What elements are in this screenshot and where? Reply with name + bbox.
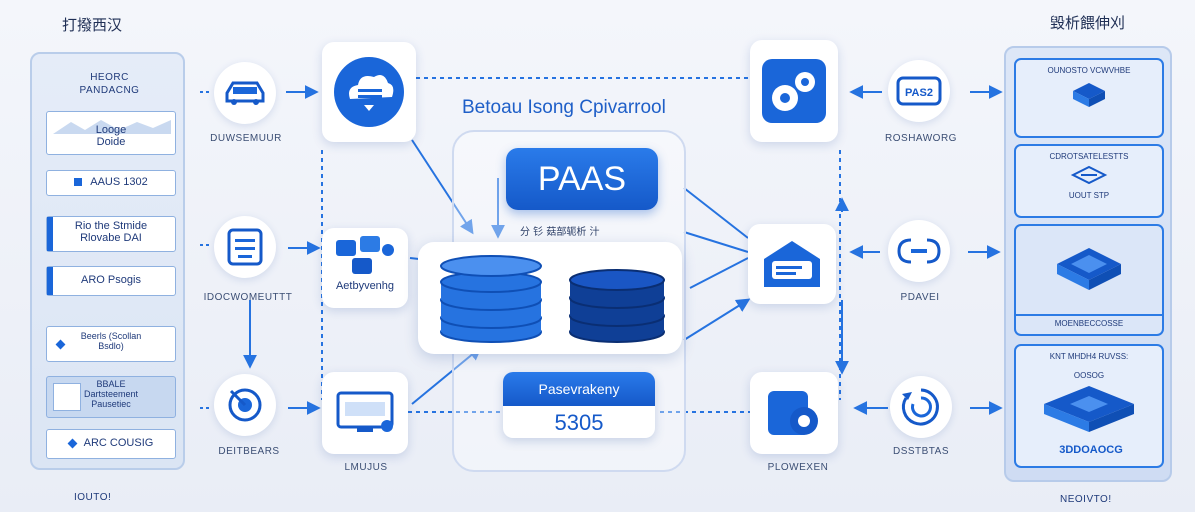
right-item-2-sub: UOUT STP: [1068, 191, 1110, 200]
right-item-1[interactable]: OUNOSTO VCWVHBE: [1014, 58, 1164, 138]
center-heading: Betoau Isong Cpivarrool: [462, 97, 666, 118]
left-item-aaus[interactable]: AAUS 1302: [46, 170, 176, 196]
left-item-aaus-text: AAUS 1302: [90, 176, 148, 188]
left-panel-header-line1: HEORC: [90, 72, 129, 83]
database-icon: [440, 255, 542, 343]
stacked-layers-icon: [1057, 248, 1121, 290]
right-item-5-text: 3DDOAOCG: [1059, 444, 1123, 456]
center-sub-label: 分 钐 菇部轭析 汁: [520, 227, 600, 238]
form-node-label: IDOCWOMEUTTT: [203, 292, 293, 303]
top-right-title: 毀析餵伸刈: [1050, 14, 1126, 32]
left-item-arc-text: ARC COUSIG: [83, 437, 154, 449]
car-icon: [225, 81, 265, 105]
right-item-4-sub: OOSOG: [1073, 371, 1105, 380]
server-rack-icon: [1073, 83, 1105, 107]
right-item-3-text: MOENBECCOSSE: [1016, 314, 1162, 328]
house-node[interactable]: [748, 224, 836, 304]
monitor-icon: [336, 391, 394, 432]
pass-node[interactable]: PAS2: [888, 60, 950, 122]
right-item-2-text: CDROTSATELESTTS: [1049, 152, 1129, 161]
left-item-bbale[interactable]: BBALE Dartsteement Pausetiec: [46, 376, 176, 418]
house-icon: [764, 241, 820, 287]
left-panel-footer: IOUTO!: [74, 492, 112, 503]
target-node-label: DEITBEARS: [218, 446, 280, 457]
accent-bar: [47, 217, 53, 251]
database-panel[interactable]: [418, 242, 682, 354]
pass-card-text: PAS2: [905, 87, 933, 99]
loop-node[interactable]: [888, 220, 950, 282]
people-network-icon: [336, 236, 394, 274]
left-item-looge-line1: Looge: [95, 124, 127, 136]
left-item-beerls-line2: Bsdlo): [98, 341, 124, 351]
left-item-beerls-line1: Beerls (Scollan: [80, 331, 142, 341]
left-item-bbale-line2: Dartsteement: [83, 389, 139, 399]
pass-card-icon: PAS2: [896, 76, 942, 106]
database-dark-icon: [569, 269, 665, 343]
layer-icon: [1070, 165, 1108, 185]
thumbnail-icon: [53, 383, 81, 411]
shield-gear-node[interactable]: [750, 372, 838, 454]
left-item-bbale-line3: Pausetiec: [91, 399, 131, 409]
right-panel-footer: NEOIVTO!: [1060, 494, 1112, 505]
refresh-icon: [901, 388, 939, 426]
car-node-label: DUWSEMUUR: [210, 133, 282, 144]
refresh-node-label: DSSTBTAS: [892, 446, 950, 457]
accent-bar: [47, 267, 53, 295]
left-item-rio-line2: Rlovabe DAI: [80, 232, 142, 244]
cloud-icon: [334, 57, 404, 127]
left-item-aro-text: ARO Psogis: [81, 274, 141, 286]
diamond-bullet-icon: [67, 438, 78, 449]
left-panel-header-line2: PANDACNG: [79, 85, 140, 96]
paas-button[interactable]: PAAS: [506, 148, 658, 210]
right-item-4-text: KNT MHDH4 RUVSS:: [1049, 352, 1129, 361]
left-item-rio-line1: Rio the Stmide: [74, 220, 148, 232]
people-node[interactable]: Aetbyvenhg: [322, 228, 408, 308]
right-item-2[interactable]: CDROTSATELESTTS UOUT STP: [1014, 144, 1164, 218]
left-item-bbale-line1: BBALE: [96, 379, 126, 389]
left-item-aro[interactable]: ARO Psogis: [46, 266, 176, 296]
cloud-node[interactable]: [322, 42, 416, 142]
target-icon: [228, 388, 262, 422]
bottom-metric-number: 5305: [554, 410, 604, 435]
right-item-4[interactable]: KNT MHDH4 RUVSS: OOSOG 3DDOAOCG: [1014, 344, 1164, 468]
left-item-looge[interactable]: Looge Doide: [46, 111, 176, 155]
left-panel: HEORC PANDACNG Looge Doide AAUS 1302 Rio…: [30, 52, 185, 470]
people-node-label: Aetbyvenhg: [335, 280, 395, 292]
gears-icon: [762, 59, 826, 123]
mountain-icon: [53, 120, 171, 134]
loop-icon: [897, 238, 941, 264]
document-form-icon: [227, 228, 263, 266]
loop-node-label: PDAVEI: [900, 292, 940, 303]
car-node[interactable]: [214, 62, 276, 124]
monitor-node[interactable]: [322, 372, 408, 454]
shield-gear-icon: [768, 391, 818, 435]
left-item-beerls[interactable]: Beerls (Scollan Bsdlo): [46, 326, 176, 362]
monitor-node-label: LMUJUS: [344, 462, 388, 473]
right-item-3[interactable]: MOENBECCOSSE: [1014, 224, 1164, 336]
square-bullet-icon: [74, 178, 83, 187]
pass-node-label: ROSHAWORG: [885, 133, 957, 144]
right-item-1-text: OUNOSTO VCWVHBE: [1047, 66, 1131, 75]
target-node[interactable]: [214, 374, 276, 436]
left-item-rio[interactable]: Rio the Stmide Rlovabe DAI: [46, 216, 176, 252]
bottom-metric-box[interactable]: Pasevrakeny 5305: [503, 372, 655, 438]
paas-label: PAAS: [537, 159, 627, 198]
refresh-node[interactable]: [890, 376, 952, 438]
left-item-arc[interactable]: ARC COUSIG: [46, 429, 176, 459]
top-left-title: 打撥西汉: [62, 16, 123, 34]
form-node[interactable]: [214, 216, 276, 278]
right-panel: OUNOSTO VCWVHBE CDROTSATELESTTS UOUT STP…: [1004, 46, 1172, 482]
platform-icon: [1044, 386, 1134, 432]
bottom-metric-label: Pasevrakeny: [503, 372, 655, 406]
shield-node-label: PLOWEXEN: [767, 462, 829, 473]
left-item-looge-line2: Doide: [96, 136, 126, 148]
gears-node[interactable]: [750, 40, 838, 142]
